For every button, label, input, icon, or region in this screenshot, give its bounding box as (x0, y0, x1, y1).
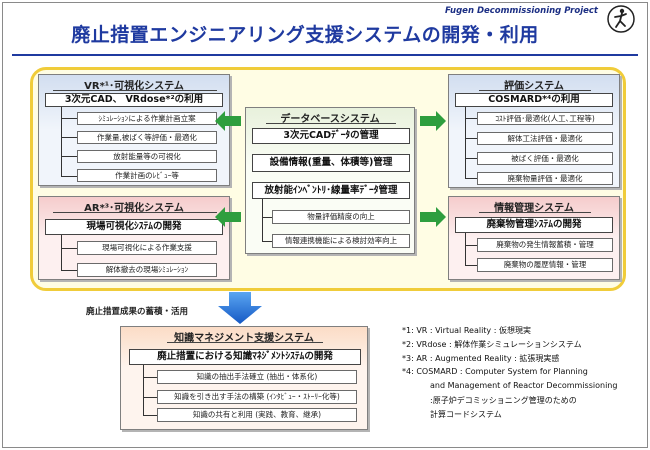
database-heading: 設備情報(重量、体積等)管理 (252, 154, 410, 172)
vr-item: 作業量,被ばく等評価・最適化 (77, 131, 217, 144)
evaluation-tree-line (465, 107, 466, 179)
database-title-underline (266, 123, 396, 124)
vr-panel: VR*¹･可視化システム 3次元CAD、 VRdose*²の利用 ｼﾐｭﾚｰｼｮ… (38, 74, 230, 186)
info-management-tree-line (465, 233, 466, 266)
info-management-title: 情報管理システム (494, 203, 574, 214)
footnote-4-line4: 計算コードシステム (430, 410, 502, 419)
evaluation-title-underline (479, 90, 591, 91)
evaluation-item: 廃棄物量評価・最適化 (477, 172, 613, 185)
vr-heading: 3次元CAD、 VRdose*²の利用 (45, 93, 223, 107)
knowledge-branch (143, 415, 157, 416)
vr-branch (61, 156, 77, 157)
ar-title-underline (53, 212, 217, 213)
ar-title: AR*³･可視化システム (84, 203, 184, 214)
info-management-branch (465, 265, 477, 266)
knowledge-heading: 廃止措置における知識ﾏﾈｼﾞﾒﾝﾄｼｽﾃﾑの開発 (129, 349, 361, 365)
evaluation-branch (465, 178, 477, 179)
ar-tree-line (61, 235, 62, 271)
title-underline (12, 54, 638, 56)
footnote-4-line2: and Management of Reactor Decommissionin… (430, 381, 618, 390)
ar-heading: 現場可視化ｼｽﾃﾑの開発 (45, 219, 223, 235)
database-panel: データベースシステム 3次元CADﾃﾞｰﾀの管理 設備情報(重量、体積等)管理 … (245, 107, 415, 254)
vr-item: 作業計画のﾚﾋﾞｭｰ等 (77, 169, 217, 182)
knowledge-item: 知識の抽出手法確立 (抽出・体系化) (157, 370, 357, 384)
flow-label: 廃止措置成果の蓄積・活用 (86, 307, 189, 317)
project-name: Fugen Decommissioning Project (445, 6, 598, 16)
arrow-right-icon (420, 111, 446, 131)
arrow-left-icon (215, 111, 241, 131)
database-heading: 放射能ｲﾝﾍﾞﾝﾄﾘ･線量率ﾃﾞｰﾀ管理 (252, 182, 410, 199)
database-title: データベースシステム (280, 114, 380, 125)
arrow-down-icon (218, 292, 262, 324)
info-management-item: 廃棄物の発生情報蓄積・管理 (477, 238, 613, 252)
info-management-title-underline (479, 212, 591, 213)
ar-panel: AR*³･可視化システム 現場可視化ｼｽﾃﾑの開発 現場可視化による作業支援 解… (38, 196, 230, 280)
database-heading: 3次元CADﾃﾞｰﾀの管理 (252, 128, 410, 144)
evaluation-heading: COSMARD*⁴の利用 (455, 93, 613, 107)
footnote-3: *3: AR : Augmented Reality : 拡張現実感 (402, 354, 560, 363)
footnote-4: *4: COSMARD : Computer System for Planni… (402, 367, 588, 376)
vr-title-underline (53, 90, 217, 91)
ar-branch (61, 270, 77, 271)
page-title: 廃止措置エンジニアリング支援システムの開発・利用 (71, 24, 539, 46)
project-logo-icon (607, 5, 635, 33)
evaluation-title: 評価システム (504, 81, 564, 92)
vr-branch (61, 118, 77, 119)
knowledge-item: 知識を引き出す手法の構築 (ｲﾝﾀﾋﾞｭｰ・ｽﾄｰﾘｰ化等) (157, 390, 357, 404)
ar-item: 現場可視化による作業支援 (77, 241, 217, 255)
evaluation-item: ｺｽﾄ評価･最適化(人工､工程等) (477, 112, 613, 125)
database-item: 情報連携機能による検討効率向上 (272, 234, 410, 248)
vr-item: 放射能量等の可視化 (77, 150, 217, 163)
evaluation-item: 被ばく評価・最適化 (477, 152, 613, 165)
evaluation-branch (465, 158, 477, 159)
knowledge-item: 知識の共有と利用 (実践、教育、継承) (157, 408, 357, 422)
arrow-right-icon (420, 207, 446, 227)
database-tree-line (262, 199, 263, 242)
evaluation-branch (465, 138, 477, 139)
ar-branch (61, 248, 77, 249)
vr-tree-line (61, 107, 62, 177)
database-item: 物量評価精度の向上 (272, 210, 410, 224)
evaluation-item: 解体工法評価・最適化 (477, 132, 613, 145)
vr-title: VR*¹･可視化システム (84, 81, 184, 92)
info-management-branch (465, 245, 477, 246)
evaluation-panel: 評価システム COSMARD*⁴の利用 ｺｽﾄ評価･最適化(人工､工程等) 解体… (448, 74, 620, 188)
vr-branch (61, 137, 77, 138)
knowledge-branch (143, 377, 157, 378)
knowledge-branch (143, 397, 157, 398)
footnote-2: *2: VRdose : 解体作業シミュレーションシステム (402, 340, 582, 349)
evaluation-branch (465, 118, 477, 119)
footnote-4-line3: :原子炉デコミッショニング管理のための (430, 396, 577, 405)
knowledge-title: 知識マネジメント支援システム (174, 333, 314, 344)
info-management-heading: 廃棄物管理ｼｽﾃﾑの開発 (455, 217, 613, 233)
arrow-left-icon (215, 207, 241, 227)
vr-branch (61, 176, 77, 177)
knowledge-title-underline (167, 342, 323, 343)
database-branch (262, 217, 272, 218)
info-management-item: 廃棄物の履歴情報・管理 (477, 258, 613, 272)
knowledge-panel: 知識マネジメント支援システム 廃止措置における知識ﾏﾈｼﾞﾒﾝﾄｼｽﾃﾑの開発 … (120, 326, 368, 430)
footnote-1: *1: VR : Virtual Reality : 仮想現実 (402, 326, 531, 335)
vr-item: ｼﾐｭﾚｰｼｮﾝによる作業計画立案 (77, 112, 217, 125)
knowledge-tree-line (143, 365, 144, 416)
info-management-panel: 情報管理システム 廃棄物管理ｼｽﾃﾑの開発 廃棄物の発生情報蓄積・管理 廃棄物の… (448, 196, 620, 280)
ar-item: 解体撤去の現場ｼﾐｭﾚｰｼｮﾝ (77, 263, 217, 277)
database-branch (262, 241, 272, 242)
